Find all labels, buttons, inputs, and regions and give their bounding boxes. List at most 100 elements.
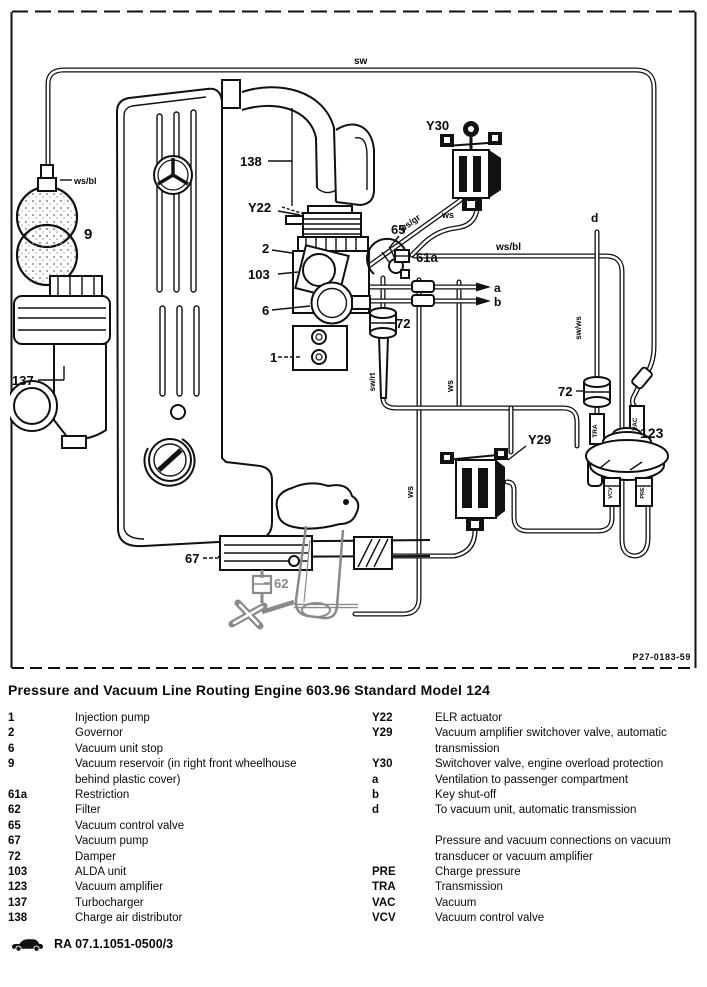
legend-code: 103 — [8, 866, 28, 879]
callout-a: a — [494, 281, 501, 295]
legend-row — [372, 819, 702, 834]
damper-right — [583, 376, 611, 408]
legend-description: Pressure and vacuum connections on vacuu… — [435, 835, 671, 863]
car-icon — [11, 939, 44, 952]
legend-description: Turbocharger — [75, 896, 144, 909]
turbocharger — [6, 275, 111, 449]
callout-y30: Y30 — [426, 118, 449, 133]
key-icon — [228, 599, 295, 630]
legend-code: Y30 — [372, 758, 393, 771]
hose-sleeve — [411, 294, 435, 307]
callout-2: 2 — [262, 241, 269, 256]
elr-actuator — [277, 205, 369, 252]
legend-code: 2 — [8, 727, 15, 740]
document-reference: RA 07.1.1051-0500/3 — [54, 937, 174, 951]
callout-65: 65 — [391, 222, 405, 237]
charge-air-distributor — [241, 86, 375, 207]
callout-d: d — [591, 211, 598, 225]
port-label-tra: TRA — [592, 424, 599, 438]
legend-row: 65 Vacuum control valve — [8, 819, 353, 834]
vacuum-reservoir — [15, 164, 79, 287]
legend-code: 62 — [8, 804, 21, 817]
callout-61a: 61a — [416, 250, 438, 265]
port-label-vcv: VCV — [608, 487, 614, 499]
callout-103: 103 — [248, 267, 270, 282]
legend-description: Vacuum control valve — [75, 819, 185, 832]
legend-description: Vacuum control valve — [435, 912, 545, 925]
legend-description: Charge pressure — [435, 866, 521, 879]
legend-description: ALDA unit — [75, 866, 127, 879]
port-label-vac: VAC — [632, 417, 639, 431]
legend-row: 9 Vacuum reservoir (in right front wheelh… — [8, 757, 353, 788]
diagram-canvas: sw ws/bl 9 138 Y22 2 103 6 1 137 — [6, 10, 697, 669]
page-title: Pressure and Vacuum Line Routing Engine … — [8, 682, 491, 698]
arrowhead-a — [476, 282, 491, 292]
legend-code: 9 — [8, 758, 15, 771]
legend-code: 1 — [8, 712, 15, 724]
injection-pump — [292, 325, 348, 371]
legend-code: Y22 — [372, 712, 393, 724]
legend-row: PRE Charge pressure — [372, 865, 702, 880]
legend-code: VCV — [372, 912, 396, 925]
legend-description: Key shut-off — [435, 789, 497, 802]
legend-code: 67 — [8, 835, 21, 848]
legend-code: a — [372, 773, 379, 786]
legend-code: PRE — [372, 866, 396, 879]
legend-description: Ventilation to passenger compartment — [435, 773, 629, 786]
callout-y29: Y29 — [528, 432, 551, 447]
callout-6: 6 — [262, 303, 269, 318]
legend-row: 103 ALDA unit — [8, 865, 353, 880]
legend-code: 6 — [8, 742, 15, 755]
restriction — [394, 249, 410, 263]
vacuum-routing-diagram: sw ws/bl 9 138 Y22 2 103 6 1 137 — [6, 10, 697, 670]
legend-code: 72 — [8, 850, 21, 863]
filter-and-key — [228, 570, 358, 630]
legend-row: 137 Turbocharger — [8, 896, 353, 911]
callout-y22: Y22 — [248, 200, 271, 215]
legend-row: 72 Damper — [8, 850, 353, 865]
legend-description: Vacuum reservoir (in right front wheelho… — [75, 758, 297, 786]
legend-code: 65 — [8, 819, 21, 832]
legend-description: Restriction — [75, 789, 130, 802]
figure-reference: P27-0183-59 — [632, 652, 691, 662]
legend-code: 61a — [8, 789, 28, 802]
footer: RA 07.1.1051-0500/3 — [10, 936, 173, 952]
legend-code: VAC — [372, 896, 396, 909]
hose-code-swws: sw/ws — [574, 316, 583, 340]
legend-description: Damper — [75, 850, 116, 863]
oil-filler-cap — [143, 438, 196, 487]
legend-description: Vacuum amplifier switchover valve, autom… — [435, 727, 667, 755]
hose-code-ws-v1: ws — [405, 486, 415, 499]
vacuum-pump-rail — [217, 535, 431, 571]
hose-code-wsbl-reservoir: ws/bl — [73, 176, 97, 186]
legend-row: 61a Restriction — [8, 788, 353, 803]
callout-137: 137 — [12, 373, 34, 388]
callout-62: 62 — [274, 576, 288, 591]
legend-code — [372, 834, 435, 865]
legend-code: 138 — [8, 912, 28, 925]
callout-67: 67 — [185, 551, 199, 566]
legend-row: Pressure and vacuum connections on vacuu… — [372, 834, 702, 865]
legend-code: 137 — [8, 896, 28, 909]
legend-code — [372, 819, 435, 834]
arrowhead-b — [476, 296, 491, 306]
callout-72-right: 72 — [558, 384, 572, 399]
legend-description: To vacuum unit, automatic transmission — [435, 804, 637, 817]
callout-138: 138 — [240, 154, 262, 169]
legend-code: 123 — [8, 881, 28, 894]
damper-mid — [369, 307, 397, 339]
hose-code-sw: sw — [354, 56, 368, 67]
